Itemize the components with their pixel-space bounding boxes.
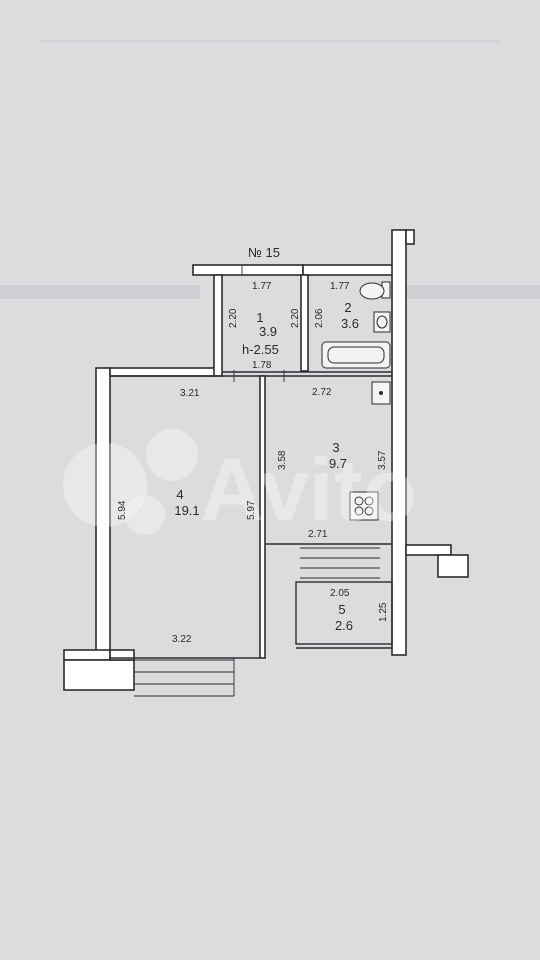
avito-watermark: Avito: [63, 429, 417, 539]
partitions: [110, 265, 393, 697]
dim-r4-left: 5.94: [117, 500, 128, 520]
fixtures: [321, 281, 391, 521]
bathtub-icon: [321, 341, 391, 369]
ceiling-height: h-2.55: [242, 342, 279, 357]
dim-r3-bottom: 2.71: [308, 529, 328, 540]
dim-r1-top: 1.77: [252, 281, 272, 292]
room-4-area: 19.1: [174, 503, 199, 518]
dim-r1-left: 2.20: [228, 308, 239, 328]
dim-r4-right: 5.97: [246, 500, 257, 520]
room-4-number: 4: [176, 487, 183, 502]
sink-icon: [373, 311, 391, 333]
room-2-number: 2: [344, 300, 351, 315]
stove-icon: [349, 491, 379, 521]
dim-r2-top: 1.77: [330, 281, 350, 292]
room-5-number: 5: [338, 602, 345, 617]
svg-text:Avito: Avito: [200, 440, 417, 539]
apartment-label: № 15: [248, 245, 280, 260]
room-1-number: 1: [256, 310, 263, 325]
dim-r3-right: 3.57: [377, 450, 388, 470]
dim-r1-bottom: 1.78: [252, 360, 272, 371]
kitchen-sink-icon: [371, 381, 391, 405]
room-3-number: 3: [332, 440, 339, 455]
dim-r4-top: 3.21: [180, 388, 200, 399]
room-5-area: 2.6: [335, 618, 353, 633]
dim-r4-bottom: 3.22: [172, 634, 192, 645]
dim-r2-left: 2.06: [314, 308, 325, 328]
toilet-icon: [359, 281, 391, 300]
dim-r5-right: 1.25: [378, 602, 389, 622]
dim-r3-left: 3.58: [277, 450, 288, 470]
labels: № 15 1.77 2.20 2.20 1 3.9 h-2.55 1.78 1.…: [117, 245, 389, 645]
room-3-area: 9.7: [329, 456, 347, 471]
dim-r5-top: 2.05: [330, 588, 350, 599]
room-2-area: 3.6: [341, 316, 359, 331]
room-1-area: 3.9: [259, 324, 277, 339]
dim-r1-right: 2.20: [290, 308, 301, 328]
dim-r3-top: 2.72: [312, 387, 332, 398]
background-print: [0, 40, 540, 299]
